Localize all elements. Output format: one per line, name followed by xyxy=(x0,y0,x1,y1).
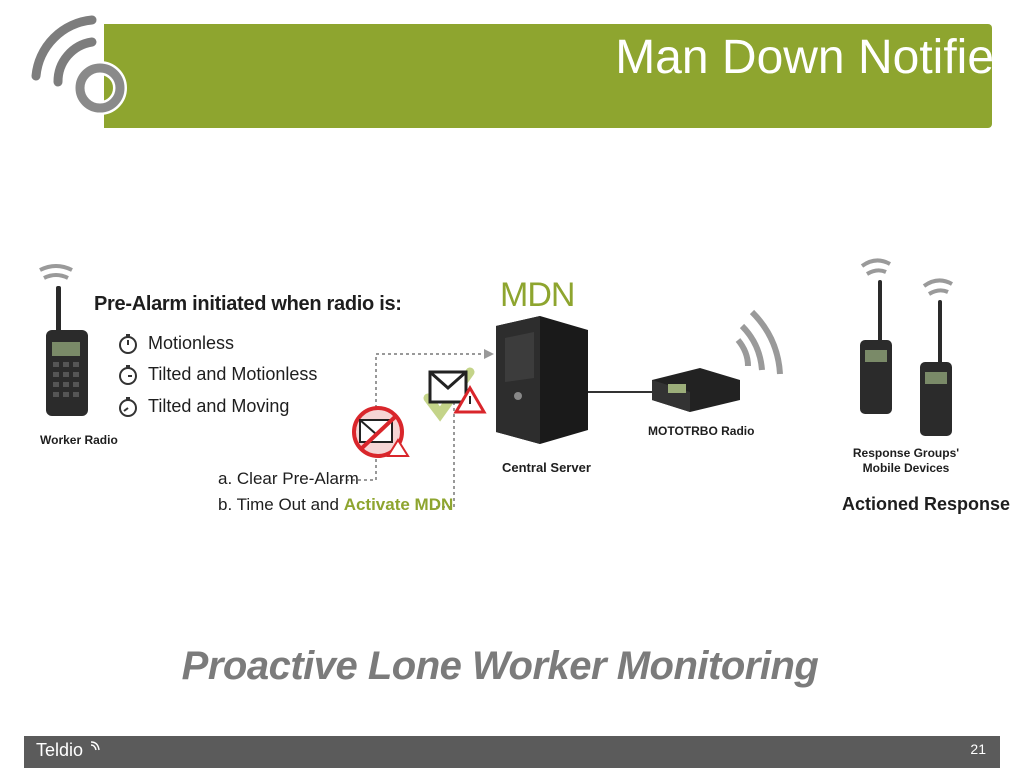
prealarm-heading: Pre-Alarm initiated when radio is: xyxy=(94,293,402,315)
walkie-talkie-icon xyxy=(39,264,88,416)
option-b-prefix: b. Time Out and xyxy=(218,495,344,514)
condition-item: Tilted and Moving xyxy=(118,396,289,417)
footer-bar xyxy=(24,736,1000,768)
stopwatch-icon xyxy=(119,396,137,417)
mdn-logo: MDN xyxy=(500,276,575,314)
tower-pc-icon xyxy=(496,316,588,444)
alert-envelope-icon xyxy=(428,370,487,414)
brand-name: Teldio xyxy=(36,740,84,760)
footer-brand: Teldio xyxy=(36,740,101,761)
response-radio-left-icon xyxy=(860,258,892,414)
mobile-radio-icon xyxy=(652,309,783,412)
title-bar xyxy=(104,24,992,128)
flow-arrowhead xyxy=(484,349,494,359)
condition-item: Tilted and Motionless xyxy=(118,364,317,385)
response-radio-right-icon xyxy=(920,278,953,436)
stopwatch-icon xyxy=(119,364,137,385)
option-clear-prealarm: a. Clear Pre-Alarm xyxy=(218,469,359,488)
brand-signal-icon xyxy=(90,741,100,751)
stopwatch-icon xyxy=(119,333,137,354)
wifi-arcs-logo xyxy=(31,15,127,115)
condition-label: Motionless xyxy=(148,333,235,353)
condition-label: Tilted and Motionless xyxy=(148,364,318,384)
activate-mdn-highlight: Activate MDN xyxy=(343,495,454,514)
worker-radio-label: Worker Radio xyxy=(40,433,118,447)
slide-title: Man Down Notifier xyxy=(615,31,1010,84)
condition-label: Tilted and Moving xyxy=(148,396,290,416)
central-server-label: Central Server xyxy=(502,460,591,475)
actioned-response-label: Actioned Response xyxy=(842,494,1011,514)
response-devices-label: Response Groups' Mobile Devices xyxy=(852,446,960,475)
mototrbo-radio-label: MOTOTRBO Radio xyxy=(648,424,755,438)
cancelled-envelope-icon xyxy=(352,406,410,458)
option-activate-mdn: b. Time Out and Activate MDN xyxy=(218,495,453,515)
page-number: 21 xyxy=(970,741,986,757)
condition-item: Motionless xyxy=(118,333,234,354)
slide-tagline: Proactive Lone Worker Monitoring xyxy=(181,644,819,688)
